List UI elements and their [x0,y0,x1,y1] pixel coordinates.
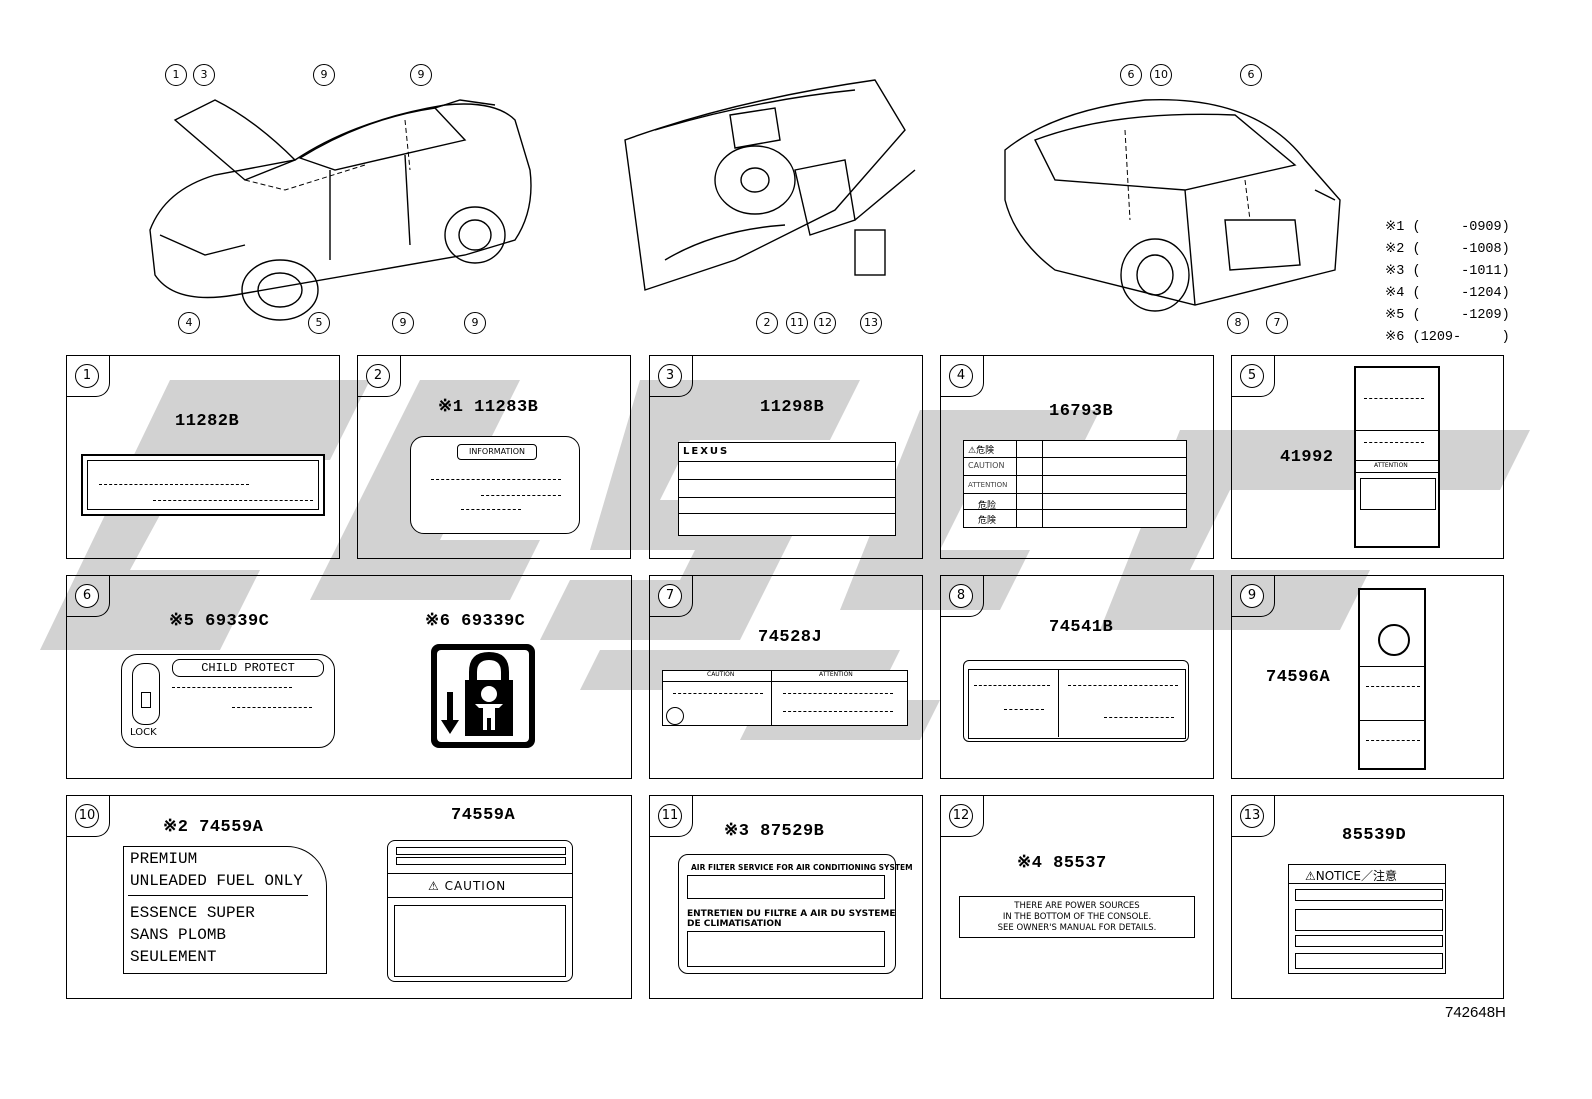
note-1: ※1 ( -0909) [1385,220,1510,235]
callout-9: 9 [313,64,335,86]
panel-number: 3 [658,364,682,388]
fuel-line: SANS PLOMB [130,926,227,944]
part-number: 74559A [451,806,516,825]
note-4: ※4 ( -1204) [1385,286,1510,301]
panel-number: 11 [658,804,682,828]
callout-6: 6 [1240,64,1262,86]
note-3: ※3 ( -1011) [1385,264,1510,279]
panel-number: 12 [949,804,973,828]
callout-10: 10 [1150,64,1172,86]
part-number: 41992 [1280,448,1334,467]
panel-6: 6 ※5 69339C ※6 69339C CHILD PROTECT LOCK [66,575,632,779]
panel-11: 11 ※3 87529B AIR FILTER SERVICE FOR AIR … [649,795,923,999]
panel-number: 10 [75,804,99,828]
part-number: 11282B [175,412,240,431]
callout-5: 5 [308,312,330,334]
callout-7: 7 [1266,312,1288,334]
panel-8: 8 74541B [940,575,1214,779]
row-label: ⚠危険 [968,446,995,456]
note-5: ※5 ( -1209) [1385,308,1510,323]
callout-9: 9 [464,312,486,334]
panel-1: 1 11282B [66,355,340,559]
notice-line: IN THE BOTTOM OF THE CONSOLE. [1002,912,1152,922]
row-label: CAUTION [968,461,1005,470]
row-label: 危険 [978,516,997,526]
vehicle-rear-view [1004,98,1341,312]
diagram-code: 742648H [1445,1004,1506,1021]
notice-header: ⚠NOTICE／注意 [1305,869,1398,883]
callout-9: 9 [392,312,414,334]
panel-10: 10 ※2 74559A 74559A PREMIUM UNLEADED FUE… [66,795,632,999]
callout-1: 1 [165,64,187,86]
lexus-logo: LEXUS [683,446,730,457]
callout-13: 13 [860,312,882,334]
part-number: 74541B [1049,618,1114,637]
panel-number: 6 [75,584,99,608]
panel-13: 13 85539D ⚠NOTICE／注意 [1231,795,1504,999]
attention-header: ATTENTION [1374,462,1408,469]
part-number: ※2 74559A [163,818,264,837]
panel-12: 12 ※4 85537 THERE ARE POWER SOURCES IN T… [940,795,1214,999]
part-number: 74528J [758,628,823,647]
notice-line: SEE OWNER'S MANUAL FOR DETAILS. [997,923,1157,933]
vehicle-front-view [149,99,532,321]
panel-number: 13 [1240,804,1264,828]
fuel-line: SEULEMENT [130,948,217,966]
vehicle-interior-view [624,79,916,291]
panel-number: 8 [949,584,973,608]
part-number: ※5 69339C [169,612,270,631]
panel-number: 1 [75,364,99,388]
filter-text: ENTRETIEN DU FILTRE A AIR DU SYSTEME [687,909,896,919]
part-number: 74596A [1266,668,1331,687]
panel-number: 7 [658,584,682,608]
part-number: 16793B [1049,402,1114,421]
part-number: 85539D [1342,826,1407,845]
panel-9: 9 74596A [1231,575,1504,779]
callout-2: 2 [756,312,778,334]
callout-6: 6 [1120,64,1142,86]
fuel-line: ESSENCE SUPER [130,904,255,922]
panel-number: 4 [949,364,973,388]
part-number: ※1 11283B [438,398,539,417]
lock-text: LOCK [130,727,157,738]
panel-5: 5 41992 ATTENTION [1231,355,1504,559]
panel-number: 5 [1240,364,1264,388]
panel-3: 3 11298B LEXUS [649,355,923,559]
panel-number: 9 [1240,584,1264,608]
child-protect-text: CHILD PROTECT [172,659,324,677]
callout-4: 4 [178,312,200,334]
panel-number: 2 [366,364,390,388]
panel-4: 4 16793B ⚠危険 CAUTION ATTENTION 危险 危険 [940,355,1214,559]
panel-2: 2 ※1 11283B INFORMATION [357,355,631,559]
callout-3: 3 [193,64,215,86]
part-number: 11298B [760,398,825,417]
row-label: ATTENTION [968,481,1008,489]
callout-9: 9 [410,64,432,86]
note-2: ※2 ( -1008) [1385,242,1510,257]
caution-header: CAUTION [707,671,735,678]
information-header: INFORMATION [457,444,537,460]
note-6: ※6 (1209- ) [1385,330,1510,345]
callout-12: 12 [814,312,836,334]
notice-line: THERE ARE POWER SOURCES [1014,901,1140,911]
filter-text: AIR FILTER SERVICE FOR AIR CONDITIONING … [691,863,913,872]
fuel-line: PREMIUM [130,850,198,868]
fuel-line: UNLEADED FUEL ONLY [130,872,303,890]
part-number: ※4 85537 [1017,854,1107,873]
filter-text: DE CLIMATISATION [687,919,782,929]
part-number: ※3 87529B [724,822,825,841]
attention-header: ATTENTION [819,671,853,678]
caution-text: ⚠ CAUTION [428,879,507,893]
panel-7: 7 74528J CAUTION ATTENTION [649,575,923,779]
callout-11: 11 [786,312,808,334]
callout-8: 8 [1227,312,1249,334]
part-number: ※6 69339C [425,612,526,631]
child-lock-icon [431,644,535,748]
row-label: 危险 [978,501,997,511]
